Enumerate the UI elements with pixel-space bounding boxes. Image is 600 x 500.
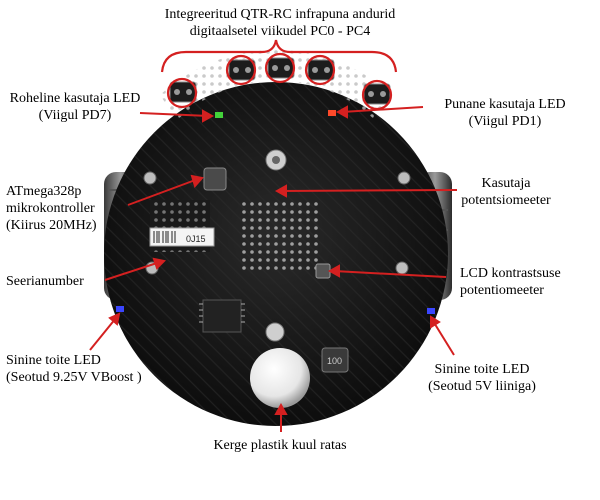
blue-led-right [427, 308, 435, 314]
qtr-sensors [169, 57, 391, 105]
label-lcd-pot: LCD kontrastsuse potentiomeeter [460, 266, 561, 298]
annotation-arrows [89, 105, 458, 432]
label-blue-right: Sinine toite LED (Seotud 5V liiniga) [428, 362, 536, 394]
lcd-potentiometer-part [315, 263, 331, 279]
label-red-led: Punane kasutaja LED (Viigul PD1) [444, 97, 566, 129]
label-top-sensors: Integreeritud QTR-RC infrapuna andurid d… [164, 7, 396, 39]
red-led [328, 110, 336, 116]
inductor [321, 347, 349, 373]
label-green-led: Roheline kasutaja LED (Viigul PD7) [9, 91, 141, 123]
user-potentiometer-part [203, 167, 227, 191]
label-mcu: ATmega328p mikrokontroller (Kiirus 20MHz… [6, 184, 97, 233]
caster-ball [250, 348, 310, 408]
label-blue-left: Sinine toite LED (Seotud 9.25V VBoost ) [6, 353, 142, 385]
label-serial: Seerianumber [6, 274, 84, 289]
serial-code: 0J15 [186, 234, 206, 244]
inductor-code: 100 [327, 356, 342, 366]
label-caster: Kerge plastik kuul ratas [213, 438, 347, 453]
blue-led-left [116, 306, 124, 312]
label-user-pot: Kasutaja potentsiomeeter [461, 176, 551, 208]
green-led [215, 112, 223, 118]
